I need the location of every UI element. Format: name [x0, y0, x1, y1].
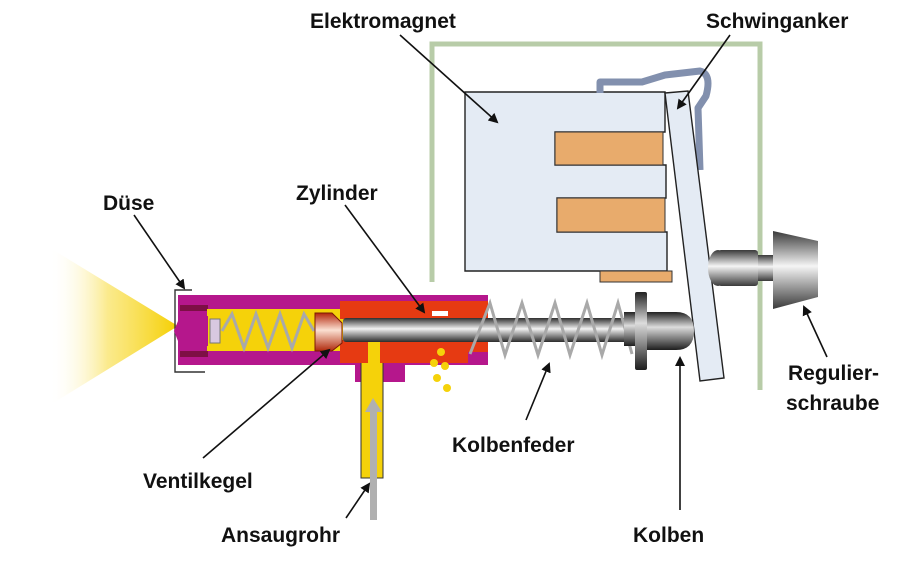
label-elektromagnet: Elektromagnet	[310, 10, 456, 33]
leader-regulierschraube	[802, 305, 828, 358]
label-ventilkegel: Ventilkegel	[143, 470, 253, 493]
label-kolben: Kolben	[633, 524, 704, 547]
intake-flow-arrow	[365, 398, 382, 520]
piston-spring	[468, 297, 634, 361]
label-regulierschraube-line2: schraube	[786, 392, 879, 415]
label-schwinganker: Schwinganker	[706, 10, 848, 33]
coil-upper	[554, 131, 664, 166]
leader-elektromagnet	[399, 34, 499, 124]
cylinder	[340, 301, 488, 363]
label-zylinder: Zylinder	[296, 182, 378, 205]
leader-ansaugrohr	[345, 482, 371, 519]
piston-rod	[343, 318, 633, 342]
nozzle-tip	[174, 316, 208, 346]
fuel-drops	[430, 348, 451, 392]
label-ansaugrohr: Ansaugrohr	[221, 524, 340, 547]
regulating-screw	[708, 231, 818, 309]
valve-spring	[220, 309, 316, 353]
coil-lower	[556, 197, 666, 233]
label-kolbenfeder: Kolbenfeder	[452, 434, 575, 457]
label-duese: Düse	[103, 192, 154, 215]
leader-duese	[133, 214, 186, 290]
coil-bottom	[599, 270, 673, 283]
leader-ventilkegel	[202, 348, 331, 459]
spring-clip	[596, 67, 712, 171]
spring-seat	[209, 318, 221, 344]
leader-kolbenfeder	[525, 362, 551, 421]
leader-schwinganker	[676, 34, 731, 110]
leader-zylinder	[344, 204, 426, 314]
label-regulierschraube-line1: Regulier-	[788, 362, 879, 385]
electromagnet	[464, 91, 673, 283]
oscillating-armature	[664, 90, 725, 382]
fuel-spray	[50, 248, 178, 405]
mounting-frame	[429, 41, 763, 390]
valve-cone	[314, 312, 343, 352]
piston	[624, 292, 694, 370]
